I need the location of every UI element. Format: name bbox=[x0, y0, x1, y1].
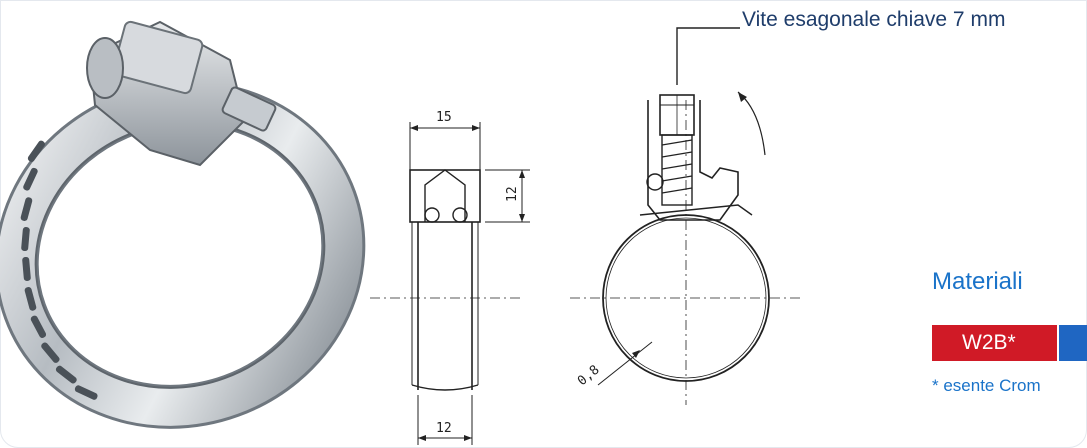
hose-clamp-photo bbox=[0, 20, 366, 429]
dim-width-bottom-label: 12 bbox=[436, 421, 452, 436]
material-badge-accent bbox=[1059, 325, 1087, 361]
materials-title: Materiali bbox=[932, 268, 1023, 295]
dim-width-top-label: 15 bbox=[436, 110, 452, 125]
dim-height-label: 12 bbox=[505, 186, 520, 202]
side-view-drawing bbox=[570, 27, 800, 405]
materials-footnote: * esente Crom bbox=[932, 376, 1041, 395]
screw-callout-label: Vite esagonale chiave 7 mm bbox=[742, 8, 1006, 31]
front-view-drawing bbox=[370, 122, 530, 445]
material-badge: W2B* bbox=[932, 325, 1057, 361]
